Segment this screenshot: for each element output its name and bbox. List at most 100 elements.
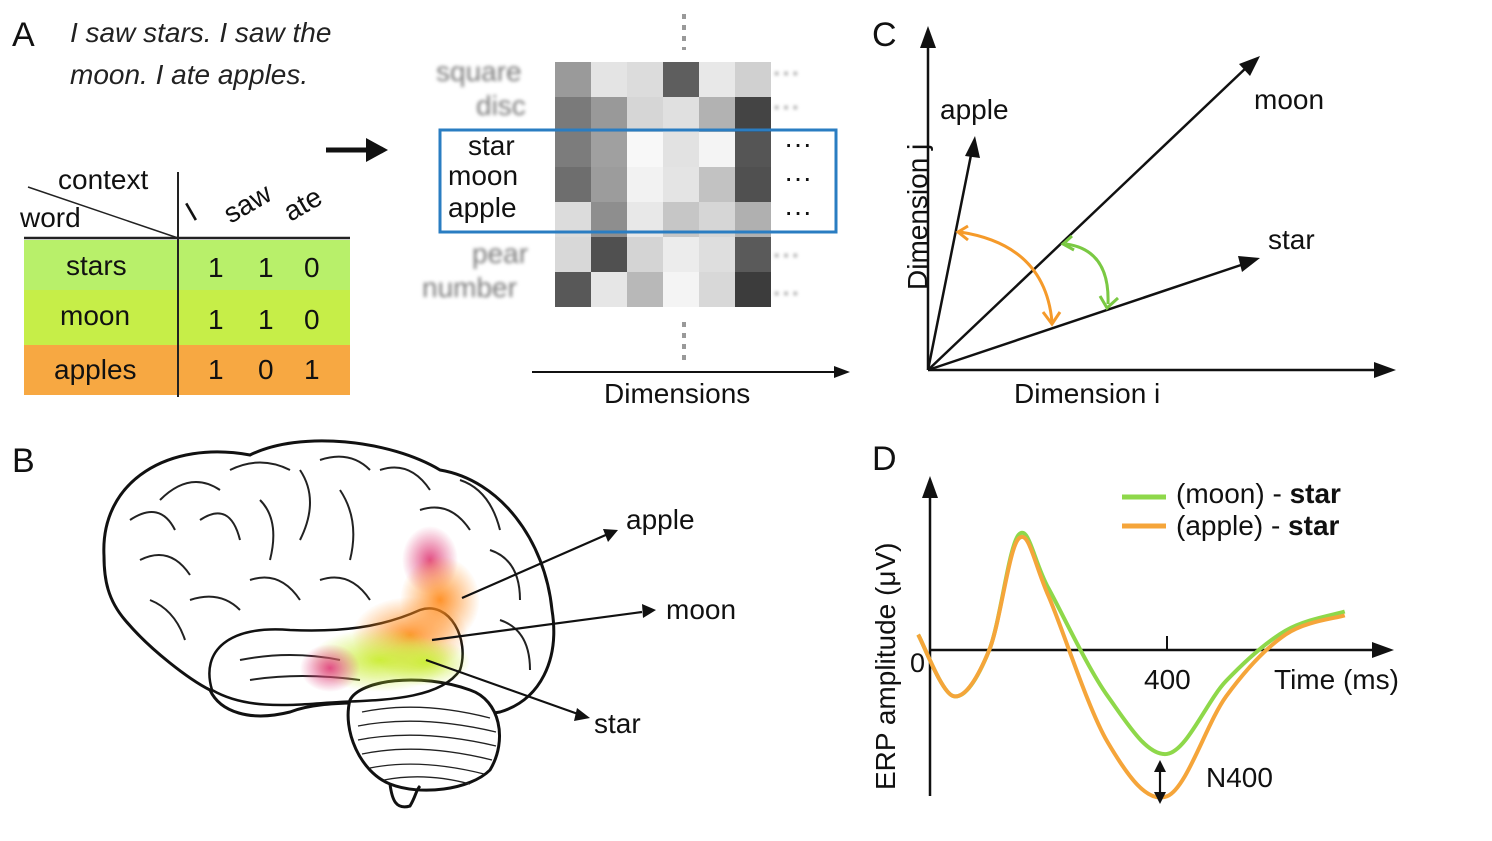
matrix-word-apple: apple <box>448 192 517 223</box>
cell-moon-i: 1 <box>208 304 224 335</box>
angle-arc-moon-star <box>1065 242 1110 305</box>
legend-entry-moon: (moon) - star <box>1176 478 1341 510</box>
legend-apple-bold: star <box>1288 510 1340 541</box>
pointer-apple <box>461 532 609 600</box>
ellipsis-pear: ··· <box>772 238 800 269</box>
matrix-cell <box>735 132 771 167</box>
row-word-stars: stars <box>66 250 127 281</box>
row-bg-moon <box>24 290 350 345</box>
ellipsis-disc: ··· <box>772 90 800 121</box>
panel-c-label: C <box>872 16 897 54</box>
vector-label-moon: moon <box>1254 84 1325 115</box>
vector-star-head <box>1238 256 1260 272</box>
matrix-word-square: square <box>436 56 522 87</box>
highlight-box <box>438 128 838 234</box>
erp-series <box>916 530 1346 800</box>
angle-arc-apple-star <box>959 230 1054 323</box>
matrix-cells <box>555 62 771 307</box>
row-word-apples: apples <box>54 354 137 385</box>
ellipsis-number: ··· <box>772 276 800 307</box>
corner-diagonal <box>27 186 179 239</box>
corner-context-label: context <box>58 164 149 195</box>
matrix-cell <box>591 97 627 132</box>
matrix-cell <box>699 132 735 167</box>
corner-word-label: word <box>20 202 81 233</box>
ellipsis-moon: ··· <box>784 162 812 193</box>
cell-moon-ate: 0 <box>304 304 320 335</box>
transform-arrow-head <box>366 138 388 162</box>
matrix-cell <box>735 97 771 132</box>
ellipsis-apple: ··· <box>784 196 812 227</box>
vector-star <box>927 262 1245 372</box>
erp-line-apple-minus-star <box>916 534 1346 800</box>
vector-moon-head <box>1239 56 1260 76</box>
matrix-word-disc: disc <box>476 90 526 121</box>
dimensions-arrowhead <box>834 366 850 378</box>
pointer-moon <box>431 610 643 642</box>
n400-label: N400 <box>1206 762 1273 793</box>
dimensions-axis-label: Dimensions <box>604 378 751 409</box>
matrix-cell <box>699 167 735 202</box>
matrix-cell <box>663 167 699 202</box>
matrix-cell <box>591 237 627 272</box>
matrix-word-star: star <box>468 130 515 161</box>
matrix-cell <box>627 237 663 272</box>
matrix-cell <box>555 132 591 167</box>
matrix-cell <box>627 272 663 307</box>
matrix-cell <box>663 97 699 132</box>
matrix-cell <box>555 167 591 202</box>
matrix-word-number: number <box>422 272 517 303</box>
panel-b-label: B <box>12 442 35 480</box>
cell-apples-saw: 0 <box>258 354 274 385</box>
pointer-star <box>425 658 579 716</box>
vector-label-apple: apple <box>940 94 1009 125</box>
cell-stars-saw: 1 <box>258 252 274 283</box>
matrix-cell <box>699 237 735 272</box>
matrix-cell <box>591 167 627 202</box>
brain-label-star: star <box>594 708 641 739</box>
matrix-cell <box>663 272 699 307</box>
matrix-cell <box>735 237 771 272</box>
matrix-cell <box>735 62 771 97</box>
cell-apples-ate: 1 <box>304 354 320 385</box>
matrix-word-pear: pear <box>472 238 529 269</box>
erp-zero-label: 0 <box>910 648 926 678</box>
cell-apples-i: 1 <box>208 354 224 385</box>
vector-label-star: star <box>1268 224 1315 255</box>
legend-moon-prefix: (moon) - <box>1176 478 1290 509</box>
brain-label-apple: apple <box>626 504 695 535</box>
legend-entry-apple: (apple) - star <box>1176 510 1339 542</box>
legend-apple-prefix: (apple) - <box>1176 510 1289 541</box>
cell-stars-i: 1 <box>208 252 224 283</box>
matrix-cell <box>627 132 663 167</box>
vector-apple <box>926 149 974 371</box>
erp-line-moon-minus-star <box>916 530 1346 756</box>
brain-label-moon: moon <box>666 594 737 625</box>
cell-moon-saw: 1 <box>258 304 274 335</box>
x-axis-label-dimension-i: Dimension i <box>1014 378 1161 409</box>
matrix-cell <box>663 237 699 272</box>
matrix-cell <box>591 62 627 97</box>
matrix-cell <box>591 272 627 307</box>
row-bg-stars <box>24 240 350 290</box>
legend-moon-bold: star <box>1289 478 1341 509</box>
ellipsis-star: ··· <box>784 128 812 159</box>
matrix-cell <box>735 167 771 202</box>
matrix-word-moon: moon <box>448 160 519 191</box>
matrix-cell <box>735 272 771 307</box>
panel-a-label: A <box>12 16 35 54</box>
row-word-moon: moon <box>60 300 131 331</box>
row-bg-apples <box>24 345 350 395</box>
matrix-cell <box>555 237 591 272</box>
cell-stars-ate: 0 <box>304 252 320 283</box>
matrix-cell <box>627 62 663 97</box>
matrix-cell <box>591 132 627 167</box>
matrix-cell <box>555 62 591 97</box>
matrix-cell <box>699 97 735 132</box>
activation-region <box>300 526 480 692</box>
matrix-cell <box>663 62 699 97</box>
